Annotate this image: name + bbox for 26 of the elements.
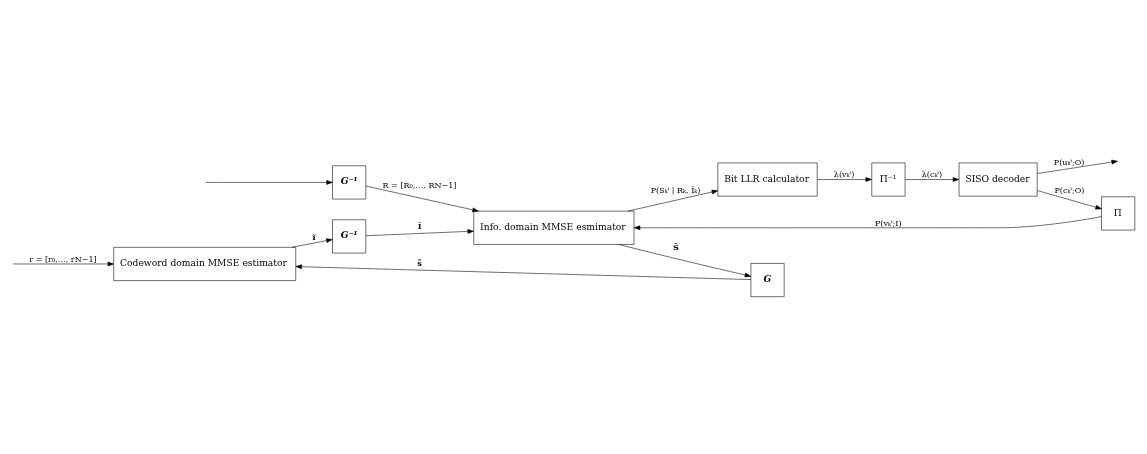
arrow	[365, 228, 474, 236]
arrow	[627, 189, 718, 211]
edge-label: S̃	[673, 241, 679, 252]
arrow	[633, 215, 1102, 230]
arrow	[365, 185, 479, 212]
edge-label: ĩ	[312, 231, 316, 242]
arrow	[904, 176, 960, 182]
arrow	[12, 261, 114, 266]
arrow	[618, 243, 752, 277]
node-box: G⁻¹	[332, 164, 367, 199]
edge-label: s̃	[417, 257, 422, 268]
arrow	[1037, 189, 1102, 209]
arrow	[817, 176, 872, 182]
arrow	[291, 237, 333, 248]
node-box: Codeword domain MMSE estimator	[113, 246, 297, 281]
arrow	[1037, 159, 1118, 174]
arrow	[295, 263, 752, 280]
node-box: G⁻¹	[332, 218, 367, 253]
node-box: Π	[1101, 196, 1136, 230]
node-box: Bit LLR calculator	[717, 162, 818, 196]
node-box: SISO decoder	[958, 162, 1038, 196]
node-box: G	[750, 262, 785, 297]
edge-label: Ĩ	[417, 220, 422, 231]
node-box: Info. domain MMSE esmimator	[473, 210, 635, 245]
node-box: Π⁻¹	[871, 162, 906, 196]
arrow	[205, 179, 333, 185]
